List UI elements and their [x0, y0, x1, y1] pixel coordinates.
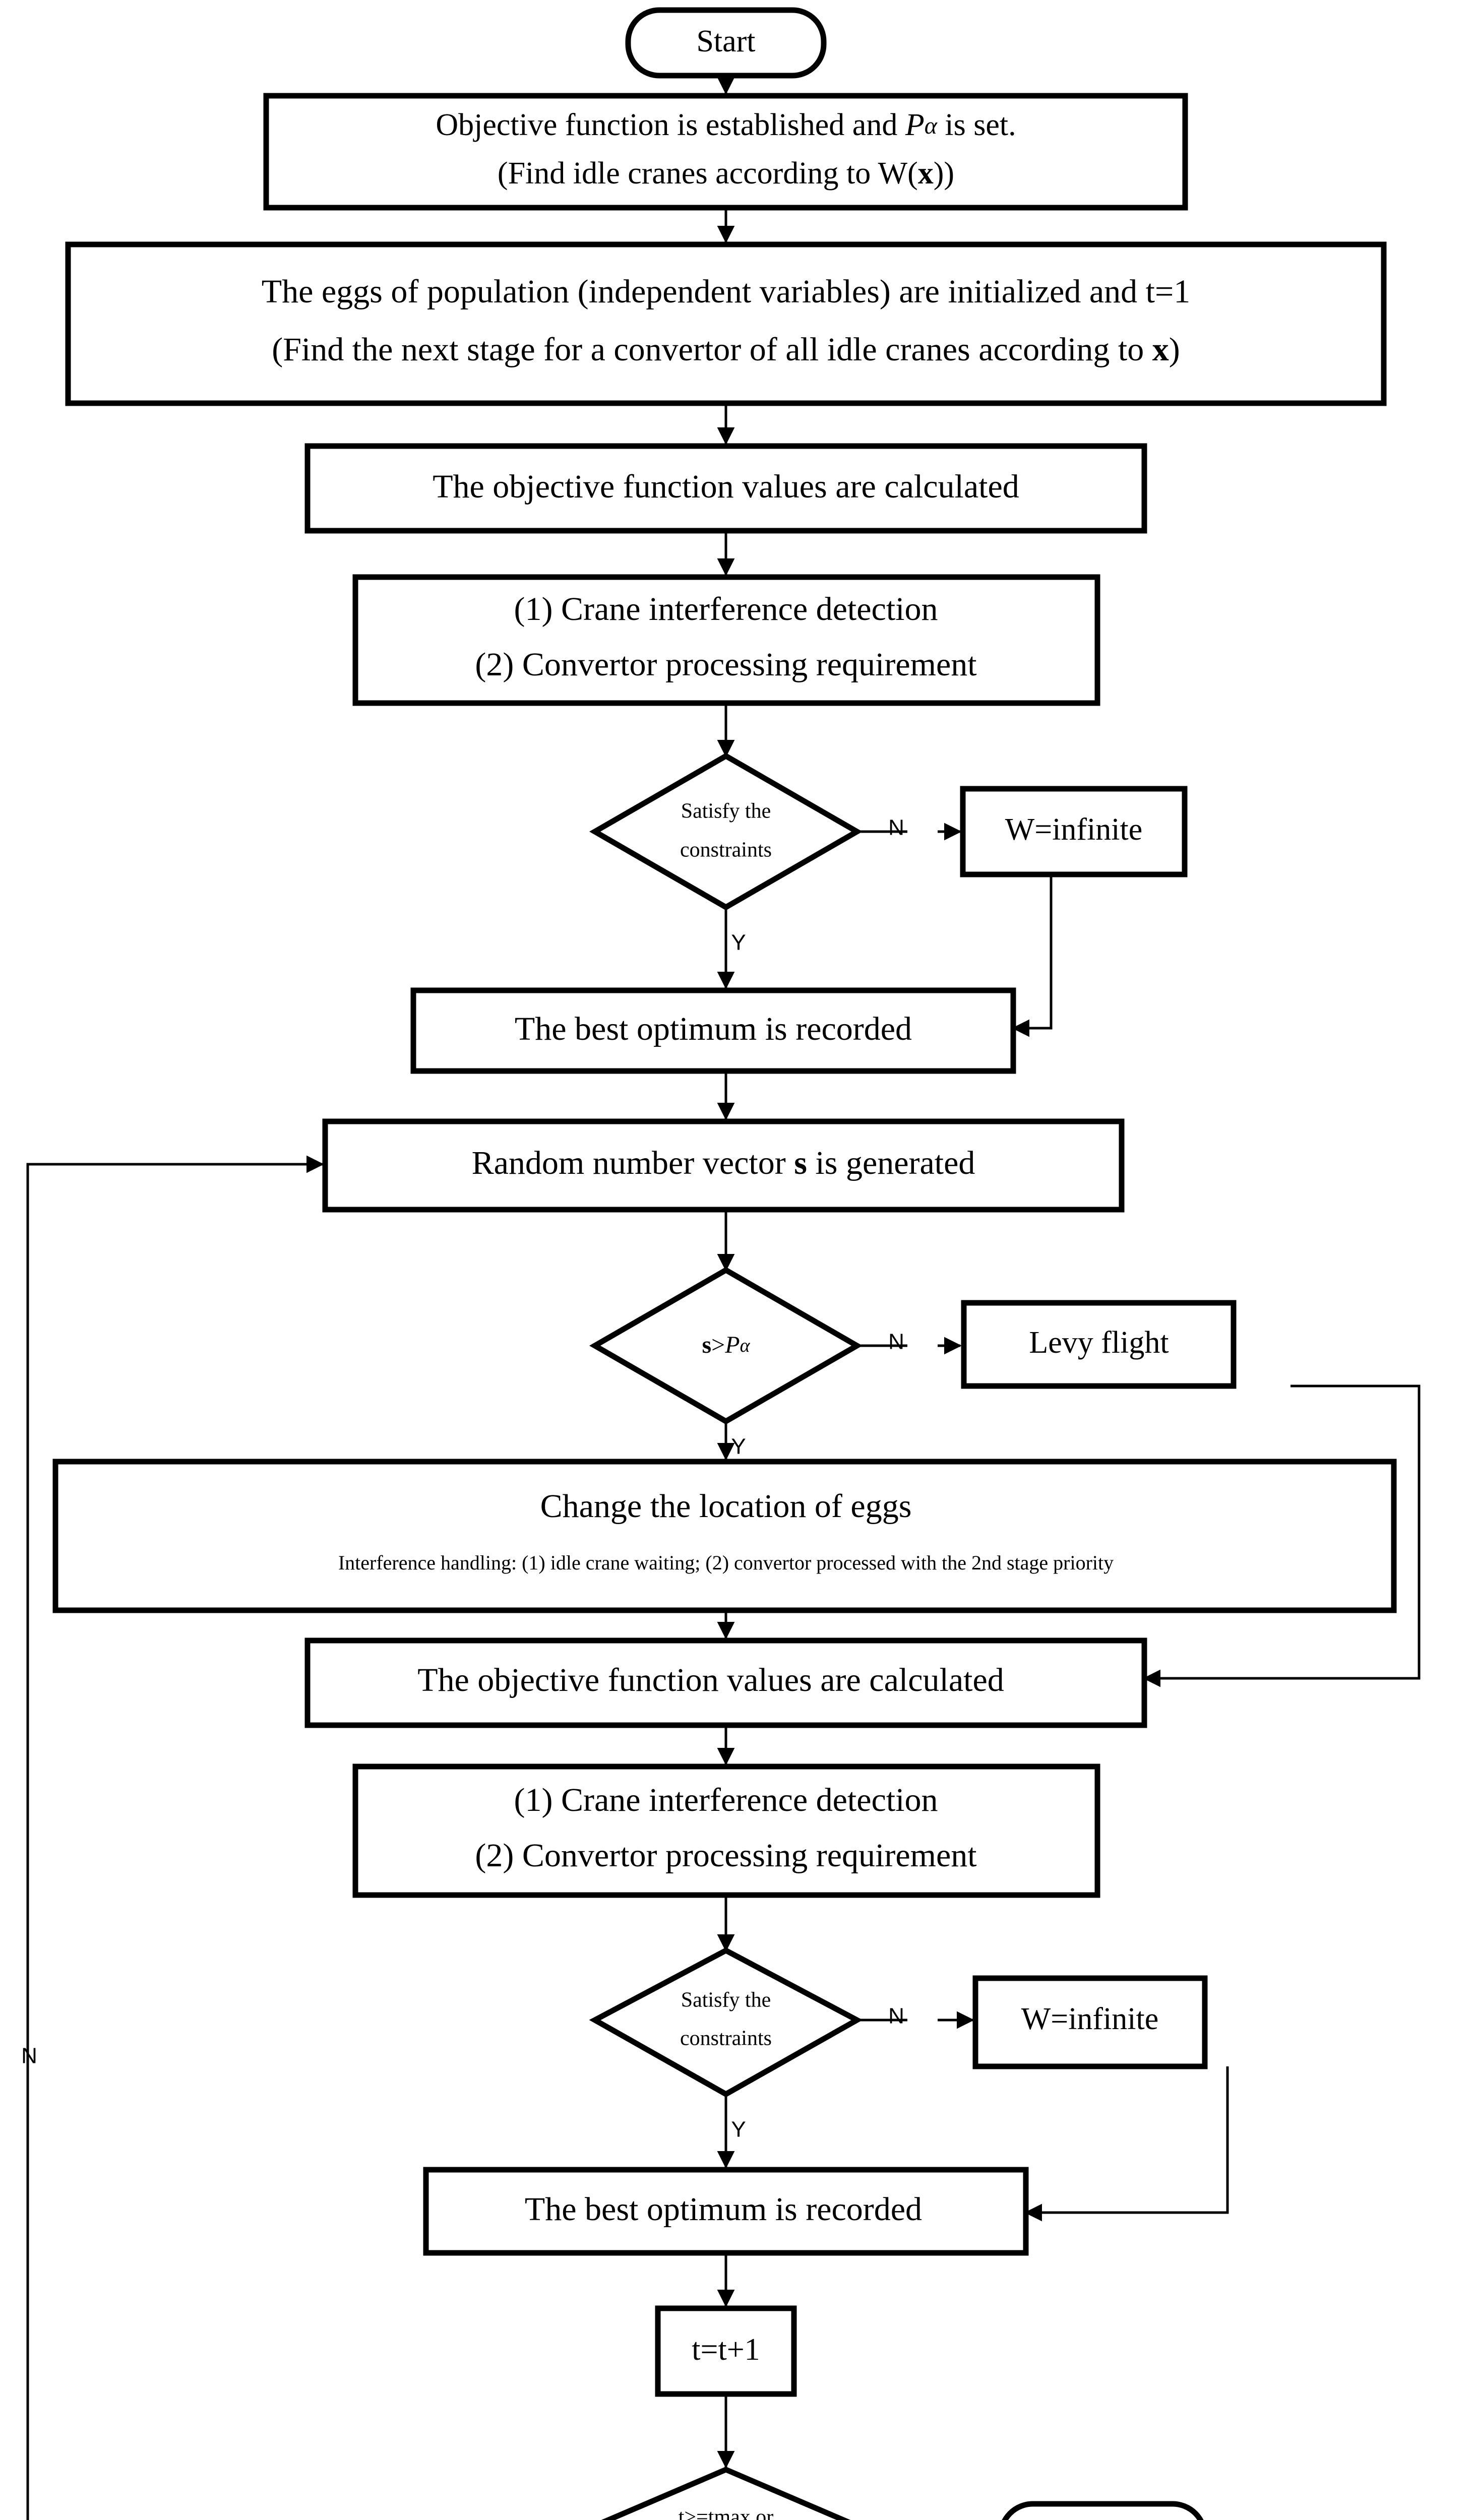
checks-2-shape [352, 1763, 1100, 1898]
objective-setup-line1-a: Objective function is established and [436, 108, 905, 142]
init-population-shape [65, 241, 1387, 406]
calc-objective-1-shape [304, 443, 1147, 534]
node-checks-2[interactable]: (1) Crane interference detection (2) Con… [352, 1763, 1100, 1898]
satisfy-1-shape [589, 752, 863, 911]
record-best-2-label: The best optimum is recorded [525, 2191, 922, 2228]
record-best-1-shape [410, 987, 1016, 1074]
objective-setup-line2-b: x [918, 156, 934, 191]
node-end[interactable]: End [1001, 2501, 1205, 2520]
w-infinite-1-label: W=infinite [1005, 812, 1143, 847]
edge-label-satisfy1-yes: Y [731, 930, 746, 955]
init-population-line2-b: x [1152, 331, 1169, 368]
termination-shape [601, 2467, 851, 2520]
satisfy-2-line1: Satisfy the [681, 1989, 771, 2012]
edge-label-sgtpa-yes: Y [731, 1434, 746, 1459]
satisfy-2-line2: constraints [680, 2027, 772, 2050]
levy-flight-shape [961, 1300, 1237, 1389]
init-population-line2-c: ) [1169, 331, 1180, 368]
node-increment-t[interactable]: t=t+1 [655, 2305, 797, 2397]
satisfy-2-shape [589, 1947, 863, 2098]
record-best-2-shape [423, 2167, 1029, 2256]
edge-label-satisfy1-no: N [888, 815, 904, 840]
node-termination[interactable]: t>=tmax or W< threshold [567, 2467, 885, 2520]
calc-objective-2-label: The objective function values are calcul… [417, 1662, 1004, 1698]
edge-label-satisfy2-yes: Y [731, 2117, 746, 2142]
w-infinite-2-label: W=infinite [1021, 2002, 1159, 2036]
node-init-population[interactable]: The eggs of population (independent vari… [65, 241, 1387, 406]
node-calc-objective-1[interactable]: The objective function values are calcul… [304, 443, 1147, 534]
edge-label-sgtpa-no: N [888, 1330, 904, 1354]
objective-setup-line1: Objective function is established and Pα… [436, 108, 1016, 142]
init-population-line2: (Find the next stage for a convertor of … [272, 331, 1180, 368]
calc-objective-1-label: The objective function values are calcul… [433, 468, 1019, 505]
node-objective-setup[interactable]: Objective function is established and Pα… [263, 93, 1188, 211]
node-record-best-2[interactable]: The best optimum is recorded [423, 2167, 1029, 2256]
random-vector-label: Random number vector s is generated [472, 1145, 975, 1181]
s-gt-pa-label-c: P [724, 1332, 740, 1358]
edge-termination-no-loop [26, 1155, 324, 2520]
change-eggs-line1: Change the location of eggs [540, 1488, 912, 1525]
change-eggs-shape [52, 1459, 1397, 1613]
start-shape [625, 7, 827, 79]
end-label: End [1079, 2518, 1129, 2520]
start-label: Start [696, 24, 755, 58]
node-start[interactable]: Start [625, 7, 827, 79]
s-gt-pa-label-d: α [740, 1335, 751, 1356]
edge-winf2-to-record2 [1024, 2066, 1229, 2222]
objective-setup-line1-d: is set. [937, 108, 1016, 142]
node-levy-flight[interactable]: Levy flight [961, 1300, 1237, 1389]
node-s-gt-pa[interactable]: s>Pα [589, 1267, 863, 1425]
edge-levy-to-calc2 [1143, 1384, 1421, 1687]
s-gt-pa-label: s>Pα [702, 1332, 750, 1358]
objective-setup-line2: (Find idle cranes according to W(x)) [498, 156, 954, 191]
objective-setup-line2-a: (Find idle cranes according to W( [498, 156, 918, 191]
checks-1-line2: (2) Convertor processing requirement [475, 646, 976, 683]
termination-line1: t>=tmax or [679, 2506, 774, 2520]
s-gt-pa-shape [589, 1267, 863, 1425]
satisfy-1-line1: Satisfy the [681, 800, 771, 823]
increment-t-label: t=t+1 [692, 2333, 760, 2367]
change-eggs-line2: Interference handling: (1) idle crane wa… [338, 1551, 1114, 1574]
objective-setup-shape [263, 93, 1188, 211]
checks-2-line1: (1) Crane interference detection [514, 1782, 938, 1818]
node-record-best-1[interactable]: The best optimum is recorded [410, 987, 1016, 1074]
init-population-line1: The eggs of population (independent vari… [262, 273, 1190, 310]
random-vector-label-b: s [794, 1145, 807, 1181]
levy-flight-label: Levy flight [1029, 1326, 1169, 1360]
node-satisfy-constraints-1[interactable]: Satisfy the constraints [589, 752, 863, 911]
checks-2-line2: (2) Convertor processing requirement [475, 1837, 976, 1874]
node-checks-1[interactable]: (1) Crane interference detection (2) Con… [352, 574, 1100, 706]
s-gt-pa-label-b: > [711, 1332, 725, 1358]
edge-label-satisfy2-no: N [888, 2004, 904, 2029]
node-random-vector[interactable]: Random number vector s is generated [322, 1118, 1125, 1213]
w-infinite-2-shape [972, 1975, 1208, 2069]
node-calc-objective-2[interactable]: The objective function values are calcul… [304, 1637, 1147, 1728]
satisfy-1-line2: constraints [680, 839, 772, 862]
edge-winf1-to-record1 [1012, 874, 1053, 1037]
node-w-infinite-1[interactable]: W=infinite [960, 786, 1188, 877]
random-vector-shape [322, 1118, 1125, 1213]
objective-setup-line2-c: )) [934, 156, 954, 191]
record-best-1-label: The best optimum is recorded [515, 1011, 912, 1047]
random-vector-label-a: Random number vector [472, 1145, 794, 1181]
node-w-infinite-2[interactable]: W=infinite [972, 1975, 1208, 2069]
edge-label-termination-no: N [21, 2044, 37, 2068]
node-change-eggs[interactable]: Change the location of eggs Interference… [52, 1459, 1397, 1613]
checks-1-shape [352, 574, 1100, 706]
end-shape [1002, 2501, 1204, 2520]
node-satisfy-constraints-2[interactable]: Satisfy the constraints [589, 1947, 863, 2098]
init-population-line2-a: (Find the next stage for a convertor of … [272, 331, 1152, 368]
increment-t-shape [655, 2305, 797, 2397]
s-gt-pa-label-a: s [702, 1332, 711, 1358]
w-infinite-1-shape [960, 786, 1188, 877]
objective-setup-line1-c: α [925, 112, 938, 139]
objective-setup-line1-b: P [905, 108, 925, 142]
checks-1-line1: (1) Crane interference detection [514, 591, 938, 627]
calc-objective-2-shape [304, 1637, 1147, 1728]
random-vector-label-c: is generated [807, 1145, 975, 1181]
